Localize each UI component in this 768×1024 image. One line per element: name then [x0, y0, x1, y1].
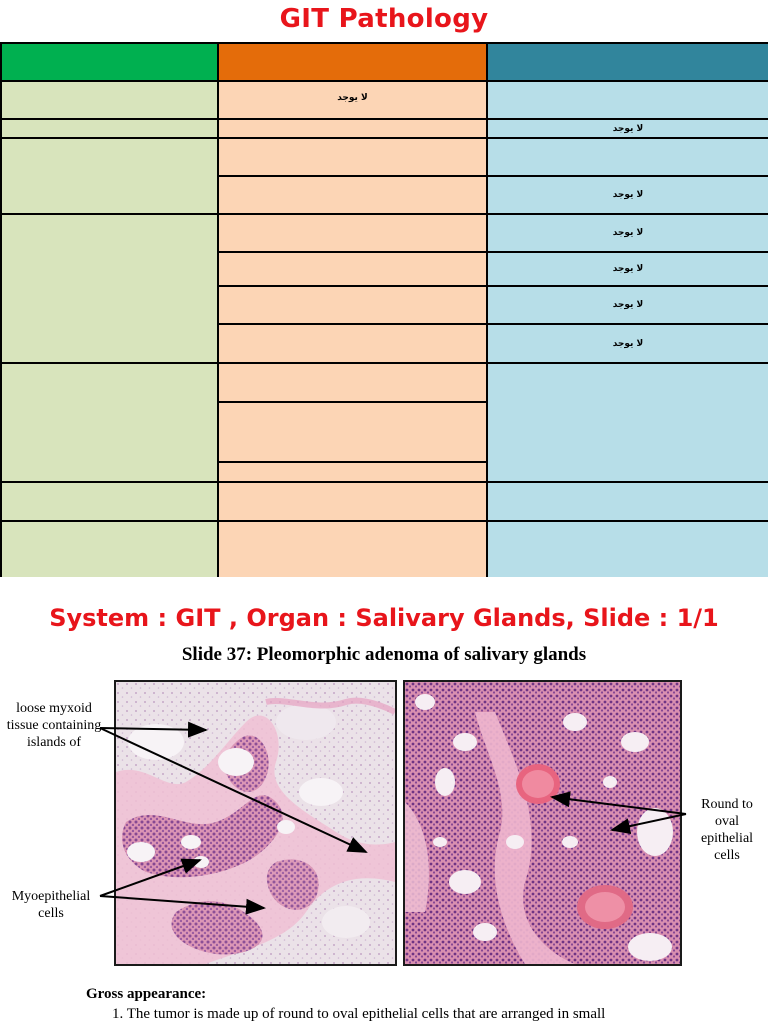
table-cell: لا يوجد: [486, 118, 768, 139]
gross-heading: Gross appearance:: [86, 986, 207, 1002]
table-cell: [217, 362, 488, 403]
table-cell: [0, 481, 219, 522]
header-cell-green: [0, 42, 219, 82]
slide-title: Slide 37: Pleomorphic adenoma of salivar…: [181, 644, 587, 665]
label-myxoid: loose myxoid tissue containing islands o…: [6, 701, 102, 750]
table-cell: لا يوجد: [486, 323, 768, 364]
table-cell: لا يوجد: [486, 175, 768, 215]
table-cell: [217, 520, 488, 577]
table-cell: لا يوجد: [486, 213, 768, 253]
cell-text: لا يوجد: [612, 338, 644, 349]
table-cell: [217, 461, 488, 483]
summary-table: لا يوجد لا يوجد لا يوجد لا يوجد لا يوجد …: [0, 42, 768, 577]
arrow-epithelial-1: [550, 791, 687, 815]
label-round-oval: Round to oval epithelial cells: [700, 797, 754, 863]
page-title: GIT Pathology: [279, 4, 489, 34]
table-cell: [217, 481, 488, 522]
table-cell: [217, 285, 488, 325]
arrow-myxoid-1: [99, 721, 208, 738]
table-cell: [217, 118, 488, 139]
arrow-myxoid-2: [99, 727, 368, 853]
cell-text: لا يوجد: [612, 264, 644, 274]
table-cell: لا يوجد: [486, 251, 768, 287]
table-cell: [217, 323, 488, 364]
table-cell: [217, 251, 488, 287]
table-cell: [0, 80, 219, 120]
header-cell-orange: [217, 42, 488, 82]
arrow-myoepithelial-1: [99, 858, 202, 897]
table-cell: [217, 213, 488, 253]
gross-point-1: 1. The tumor is made up of round to oval…: [112, 1006, 606, 1022]
table-cell: لا يوجد: [486, 285, 768, 325]
table-cell: [0, 520, 219, 577]
cell-text: لا يوجد: [612, 190, 644, 200]
table-cell: [0, 362, 219, 483]
micrograph-right: [403, 680, 682, 966]
table-cell: [0, 118, 219, 139]
arrow-myoepithelial-2: [99, 895, 266, 915]
table-cell: [486, 137, 768, 177]
table-cell: [0, 213, 219, 364]
cell-text: لا يوجد: [337, 93, 368, 103]
header-cell-teal: [486, 42, 768, 82]
table-cell: [217, 137, 488, 177]
table-cell: [0, 137, 219, 215]
table-cell: [486, 80, 768, 120]
table-cell: [486, 362, 768, 483]
table-cell: [217, 175, 488, 215]
cell-text: لا يوجد: [612, 228, 644, 238]
micrograph-right-image: [405, 682, 680, 964]
label-myoepithelial: Myoepithelial cells: [11, 889, 91, 921]
arrow-epithelial-2: [610, 813, 687, 835]
cell-text: لا يوجد: [612, 300, 644, 310]
section-title: System : GIT , Organ : Salivary Glands, …: [49, 604, 719, 632]
table-cell: لا يوجد: [217, 80, 488, 120]
table-cell: [486, 520, 768, 577]
annotation-arrows: [99, 721, 687, 915]
table-cell: [217, 401, 488, 463]
cell-text: لا يوجد: [612, 123, 644, 134]
table-cell: [486, 481, 768, 522]
